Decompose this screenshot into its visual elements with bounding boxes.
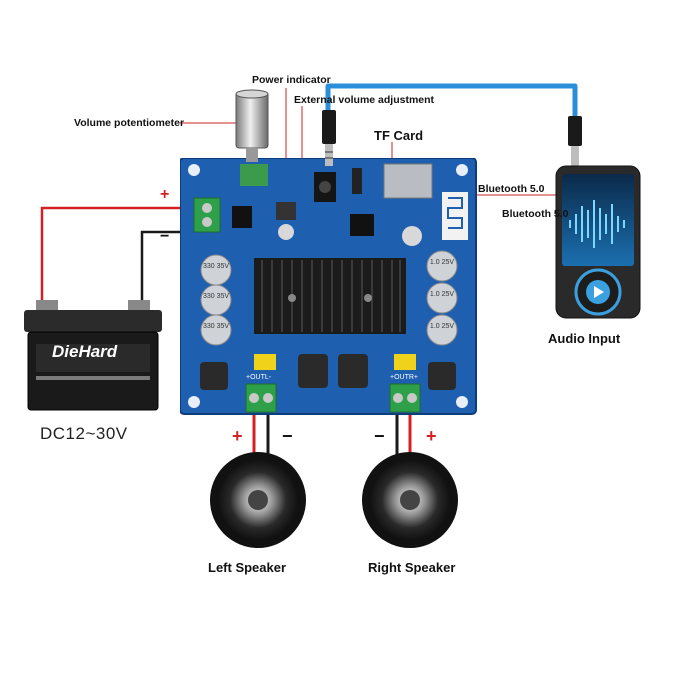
battery-brand: DieHard xyxy=(52,342,118,361)
capacitor-right-3 xyxy=(426,314,458,346)
battery-positive-mark: + xyxy=(160,186,170,203)
bluetooth-module xyxy=(442,192,468,240)
cap-small xyxy=(278,224,294,240)
mounting-hole xyxy=(456,396,468,408)
tf-card-label: TF Card xyxy=(374,128,424,143)
left-speaker-label: Left Speaker xyxy=(208,560,287,575)
cap-small xyxy=(402,226,422,246)
bluetooth-board-label: Bluetooth 5.0 xyxy=(478,183,545,195)
inductor xyxy=(298,354,328,388)
tf-card-slot xyxy=(383,163,433,199)
out-right-label: +OUTR+ xyxy=(390,374,419,381)
power-indicator-label: Power indicator xyxy=(252,74,331,86)
audio-input-label: Audio Input xyxy=(548,331,621,346)
cap-left-3-label: 330 35V xyxy=(202,323,230,330)
filter-cap xyxy=(254,354,276,370)
mounting-hole xyxy=(188,396,200,408)
right-positive-mark: + xyxy=(426,426,437,446)
audio-cable xyxy=(325,83,578,122)
battery-negative-mark: − xyxy=(160,228,170,245)
volume-knob xyxy=(235,89,269,162)
cap-right-2-label: 1.0 25V xyxy=(429,291,455,298)
left-speaker xyxy=(210,452,306,548)
heatsink xyxy=(254,258,406,334)
mounting-hole xyxy=(456,164,468,176)
right-speaker-label: Right Speaker xyxy=(368,560,456,575)
cap-right-3-label: 1.0 25V xyxy=(429,323,455,330)
audio-plug-board xyxy=(322,110,336,166)
battery-positive-wire xyxy=(40,206,200,318)
inductor-small xyxy=(276,202,296,220)
right-speaker xyxy=(362,452,458,548)
capacitor-right-1 xyxy=(426,250,458,282)
dc-voltage-label: DC12~30V xyxy=(40,424,128,443)
left-positive-mark: + xyxy=(232,426,243,446)
capacitor-left-3 xyxy=(200,314,232,346)
filter-cap xyxy=(394,354,416,370)
cap-right-1-label: 1.0 25V xyxy=(429,259,455,266)
bluetooth-chip xyxy=(350,214,374,236)
external-volume-adjustment-label: External volume adjustment xyxy=(294,94,435,106)
voltage-regulator xyxy=(232,206,252,228)
audio-player-device xyxy=(555,116,641,319)
mounting-hole xyxy=(188,164,200,176)
header-pins xyxy=(352,168,362,194)
volume-potentiometer-label: Volume potentiometer xyxy=(74,117,185,129)
cap-left-1-label: 330 35V xyxy=(202,263,230,270)
inductor xyxy=(200,362,228,390)
bluetooth-phone-label: Bluetooth 5.0 xyxy=(502,208,569,220)
capacitor-right-2 xyxy=(426,282,458,314)
left-negative-mark: − xyxy=(282,426,293,446)
inductor xyxy=(428,362,456,390)
out-left-label: +OUTL- xyxy=(246,374,272,381)
inductor xyxy=(338,354,368,388)
right-negative-mark: − xyxy=(374,426,385,446)
car-battery xyxy=(24,300,162,411)
cap-left-2-label: 330 35V xyxy=(202,293,230,300)
potentiometer-base xyxy=(240,164,268,186)
amplifier-board xyxy=(180,158,477,415)
